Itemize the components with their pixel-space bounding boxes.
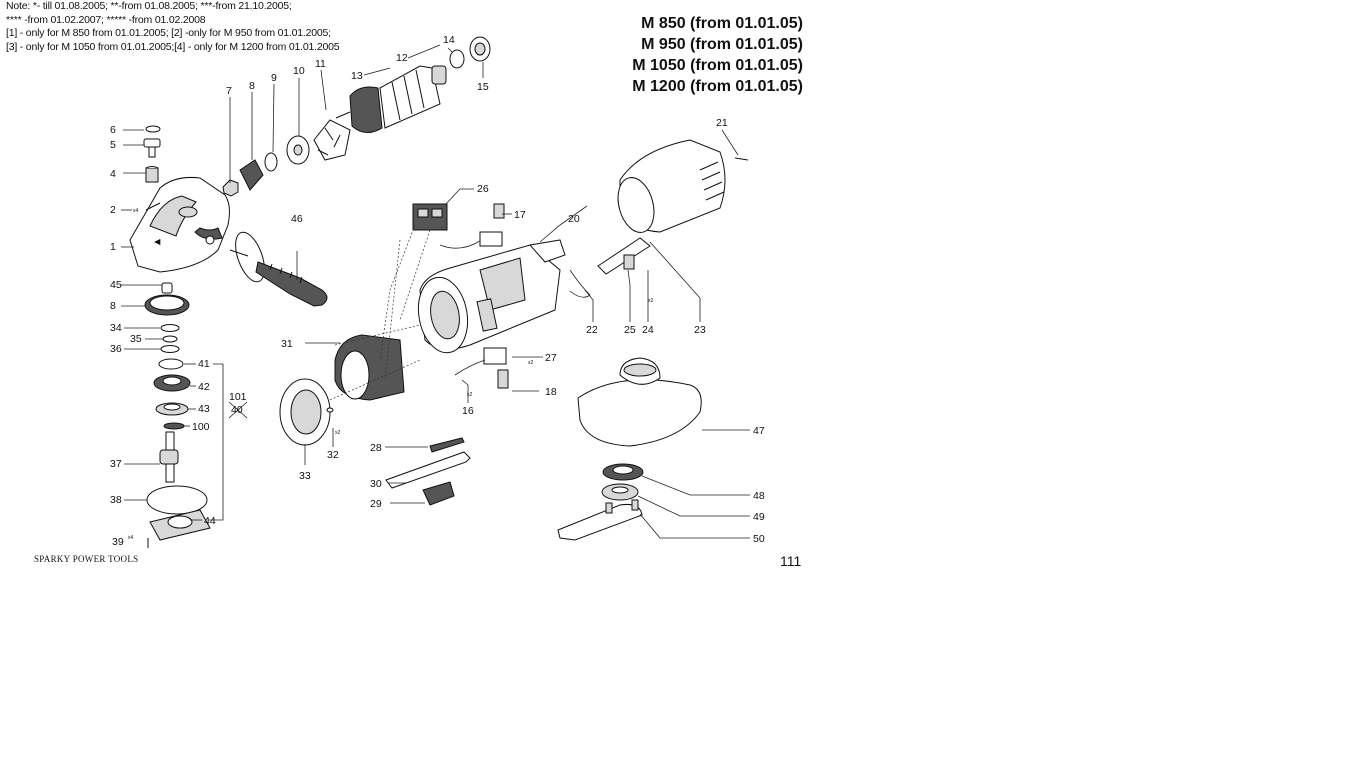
part-label-14: 14 <box>443 34 455 46</box>
part-label-18: 18 <box>545 386 557 398</box>
part-label-24: 24 <box>642 324 654 336</box>
part-label-9: 9 <box>271 72 277 84</box>
spindle-lock-parts <box>385 437 471 506</box>
part-label-28: 28 <box>370 442 382 454</box>
part-label-47: 47 <box>753 425 765 437</box>
part-label-8: 8 <box>110 300 116 312</box>
flange-parts <box>557 463 644 541</box>
model-title: M 850 (from 01.01.05) <box>641 15 803 32</box>
part-label-15: 15 <box>477 81 489 93</box>
svg-text:◄: ◄ <box>152 236 162 248</box>
part-label-46: 46 <box>291 213 303 225</box>
cable-part <box>569 237 651 298</box>
part-label-30: 30 <box>370 478 382 490</box>
gear-washer-parts <box>144 282 211 548</box>
part-label-49: 49 <box>753 511 765 523</box>
part-label-44: 44 <box>204 515 216 527</box>
part-label-40: 40 <box>231 404 243 416</box>
quantity-marks: x4 x2 x2 x2 x2 x4 <box>128 208 654 541</box>
part-label-5: 5 <box>110 139 116 151</box>
part-label-42: 42 <box>198 381 210 393</box>
part-label-39: 39 <box>112 536 124 548</box>
part-label-27: 27 <box>545 352 557 364</box>
model-title: M 1050 (from 01.01.05) <box>632 57 803 74</box>
part-label-12: 12 <box>396 52 408 64</box>
part-label-13: 13 <box>351 70 363 82</box>
part-label-33: 33 <box>299 470 311 482</box>
part-label-36: 36 <box>110 343 122 355</box>
page-number: 111 <box>780 553 802 569</box>
part-number-labels: 6 5 4 2 1 45 8 34 35 36 41 42 43 100 101… <box>110 34 765 548</box>
note-line: Note: *- till 01.08.2005; **-from 01.08.… <box>6 0 292 12</box>
part-label-16: 16 <box>462 405 474 417</box>
gear-housing-part: ◄ <box>129 177 230 273</box>
motor-housing-part <box>417 239 566 354</box>
part-label-100: 100 <box>192 421 210 433</box>
stator-part <box>279 334 405 446</box>
notes-block: Note: *- till 01.08.2005; **-from 01.08.… <box>6 0 340 54</box>
part-label-101: 101 <box>229 391 247 403</box>
note-line: [3] - only for M 1050 from 01.01.2005;[4… <box>6 40 340 53</box>
part-label-45: 45 <box>110 279 122 291</box>
part-label-38: 38 <box>110 494 122 506</box>
brush-holder-parts <box>412 203 509 389</box>
wheel-guard-part <box>577 357 702 447</box>
part-label-43: 43 <box>198 403 210 415</box>
part-label-29: 29 <box>370 498 382 510</box>
qty-mark: x4 <box>133 208 139 214</box>
armature-bearing-parts <box>222 119 351 197</box>
side-handle-part <box>229 231 328 307</box>
part-label-8b: 8 <box>249 80 255 92</box>
part-label-1: 1 <box>110 241 116 253</box>
leader-lines <box>121 44 750 539</box>
note-line: **** -from 01.02.2007; ***** -from 01.02… <box>6 13 206 26</box>
part-label-7: 7 <box>226 85 232 97</box>
small-parts-left <box>143 125 161 211</box>
part-label-2: 2 <box>110 204 116 216</box>
part-label-37: 37 <box>110 458 122 470</box>
model-titles: M 850 (from 01.01.05) M 950 (from 01.01.… <box>632 13 803 97</box>
brand-footer: SPARKY POWER TOOLS <box>34 554 139 564</box>
part-label-41: 41 <box>198 358 210 370</box>
model-title: M 1200 (from 01.01.05) <box>632 78 803 95</box>
part-label-32: 32 <box>327 449 339 461</box>
qty-mark: x2 <box>648 298 654 304</box>
part-label-50: 50 <box>753 533 765 545</box>
part-label-26: 26 <box>477 183 489 195</box>
qty-mark: x2 <box>335 430 341 436</box>
qty-mark: x2 <box>528 360 534 366</box>
rear-cap-part <box>617 139 749 233</box>
part-label-23: 23 <box>694 324 706 336</box>
part-label-10: 10 <box>293 65 305 77</box>
armature-part <box>335 36 491 133</box>
part-label-4: 4 <box>110 168 116 180</box>
qty-mark: x4 <box>128 535 134 541</box>
model-title: M 950 (from 01.01.05) <box>641 36 803 53</box>
qty-mark: x2 <box>467 392 473 398</box>
part-label-34: 34 <box>110 322 122 334</box>
part-label-6: 6 <box>110 124 116 136</box>
part-label-11: 11 <box>315 58 326 70</box>
part-label-35: 35 <box>130 333 142 345</box>
part-label-31: 31 <box>281 338 293 350</box>
part-label-48: 48 <box>753 490 765 502</box>
part-label-17: 17 <box>514 209 526 221</box>
part-label-25: 25 <box>624 324 636 336</box>
part-label-22: 22 <box>586 324 598 336</box>
note-line: [1] - only for M 850 from 01.01.2005; [2… <box>6 27 331 40</box>
part-label-20: 20 <box>568 213 580 225</box>
part-label-21: 21 <box>716 117 728 129</box>
